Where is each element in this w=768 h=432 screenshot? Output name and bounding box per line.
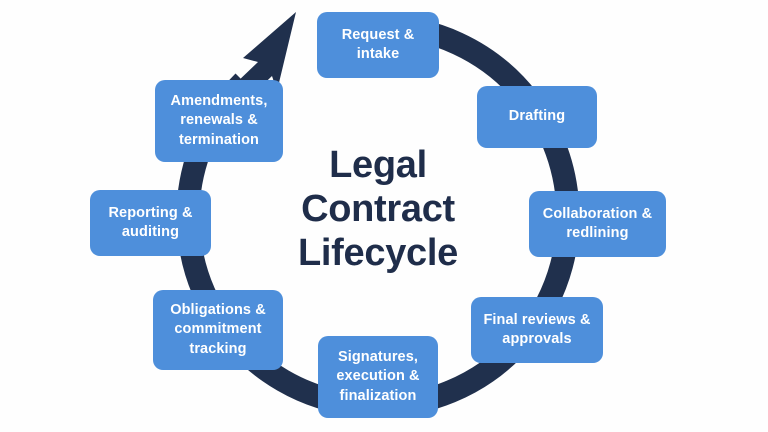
node-reporting-auditing[interactable]: Reporting & auditing [90, 190, 211, 256]
node-collaboration-redlining[interactable]: Collaboration & redlining [529, 191, 666, 257]
node-final-reviews-approvals-label: Final reviews & approvals [483, 311, 591, 347]
node-signatures-execution-finalization[interactable]: Signatures, execution & finalization [318, 336, 438, 418]
node-obligations-commitment-tracking[interactable]: Obligations & commitment tracking [153, 290, 283, 370]
node-reporting-auditing-label: Reporting & auditing [108, 204, 193, 240]
node-drafting[interactable]: Drafting [477, 86, 597, 148]
node-amendments-renewals-termination-label: Amendments, renewals & termination [170, 93, 268, 148]
node-signatures-execution-finalization-label: Signatures, execution & finalization [336, 349, 420, 404]
node-amendments-renewals-termination[interactable]: Amendments, renewals & termination [155, 80, 283, 162]
node-request-intake-label: Request & intake [341, 26, 415, 62]
node-final-reviews-approvals[interactable]: Final reviews & approvals [471, 297, 603, 363]
cycle-arrowhead-icon [235, 12, 296, 98]
node-obligations-commitment-tracking-label: Obligations & commitment tracking [170, 302, 266, 357]
node-request-intake[interactable]: Request & intake [317, 12, 439, 78]
diagram-center-title: Legal Contract Lifecycle [298, 144, 458, 275]
node-collaboration-redlining-label: Collaboration & redlining [542, 205, 653, 241]
node-drafting-label: Drafting [508, 108, 566, 125]
